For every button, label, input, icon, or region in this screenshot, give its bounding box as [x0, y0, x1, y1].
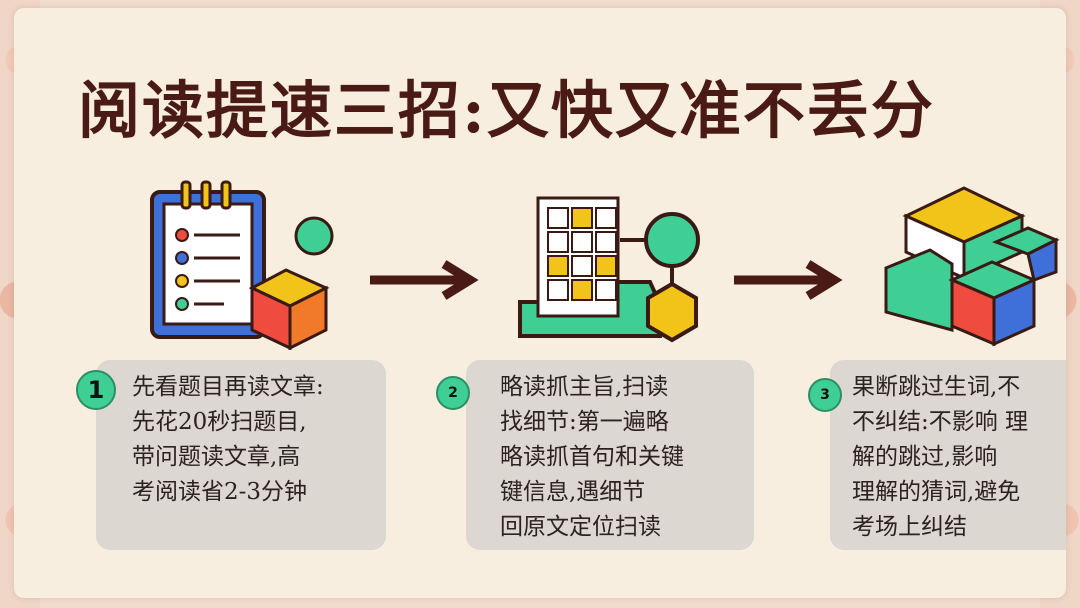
step-2-text: 略读抓主旨,扫读 找细节:第一遍略 略读抓首句和关键 键信息,遇细节 回原文定位…	[500, 374, 684, 540]
step-1-number-badge: 1	[76, 370, 116, 410]
step-2-box	[466, 360, 754, 550]
step-2-number-badge: 2	[436, 376, 470, 410]
step-3-text: 果断跳过生词,不 不纠结:不影响 理 解的跳过,影响 理解的猜词,避免 考场上纠…	[852, 374, 1029, 540]
step-3-number-badge: 3	[808, 378, 842, 412]
arrow-right-icon	[370, 260, 479, 300]
step-1-box	[96, 360, 386, 550]
grid-circle-hexagon-icon	[518, 196, 700, 343]
cube-stack-icon	[884, 186, 1060, 347]
step-1-text: 先看题目再读文章: 先花20秒扫题目, 带问题读文章,高 考阅读省2-3分钟	[132, 374, 324, 505]
clipboard-cube-icon	[150, 180, 334, 350]
arrow-right-icon	[734, 260, 843, 300]
page-title: 阅读提速三招:又快又准不丢分	[78, 74, 935, 147]
infographic-card: 阅读提速三招:又快又准不丢分	[14, 8, 1066, 598]
step-3-box	[830, 360, 1066, 550]
